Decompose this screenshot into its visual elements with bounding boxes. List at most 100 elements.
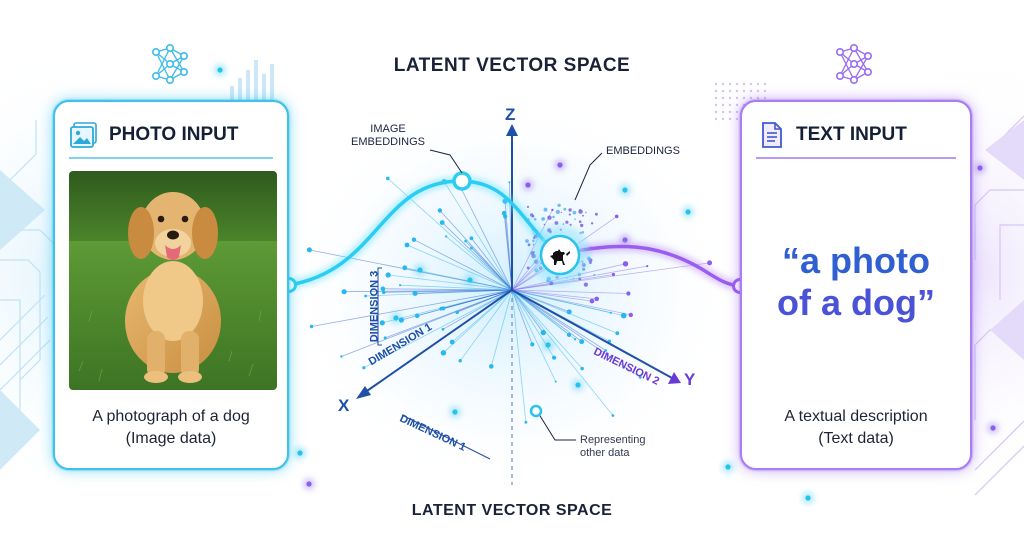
embedding-point xyxy=(445,235,448,238)
embedding-point xyxy=(593,273,596,276)
embedding-point xyxy=(568,213,571,216)
embedding-ray xyxy=(511,289,624,316)
embedding-point xyxy=(441,327,445,331)
photo-card-header: PHOTO INPUT xyxy=(69,120,273,150)
x-axis-arrow xyxy=(356,386,371,399)
embedding-ray xyxy=(511,289,582,342)
image-embeddings-line-1: IMAGE xyxy=(370,123,406,135)
embedding-ray xyxy=(511,289,527,423)
text-caption-line-2: (Text data) xyxy=(818,430,894,447)
embedding-ray xyxy=(471,238,513,291)
embedding-point xyxy=(573,338,577,341)
neural-network-icon xyxy=(835,43,872,84)
glow-dot xyxy=(393,315,399,321)
embedding-ray xyxy=(511,289,557,382)
text-embedding-curve xyxy=(557,244,741,288)
embedding-point xyxy=(551,208,554,212)
embedding-point xyxy=(449,339,455,345)
embedding-rays xyxy=(309,178,710,423)
diagram-title: LATENT VECTOR SPACE xyxy=(393,55,631,76)
embedding-point xyxy=(530,342,535,347)
embeddings-label: EMBEDDINGS xyxy=(606,145,680,157)
embedding-point xyxy=(399,284,402,287)
embedding-point xyxy=(611,272,616,277)
photo-caption-line-2: (Image data) xyxy=(125,430,217,447)
dimension-3-label: DIMENSION 3 xyxy=(368,270,381,343)
embedding-point xyxy=(609,311,613,314)
glow-dot xyxy=(557,162,563,168)
text-prompt-quote: “a photo of a dog” xyxy=(742,240,970,324)
y-axis-arrow xyxy=(668,372,681,384)
glow-dot xyxy=(545,342,551,348)
embedding-ray xyxy=(511,289,629,294)
text-card-divider xyxy=(756,157,956,159)
quote-line-1: “a photo xyxy=(782,240,930,281)
image-embedding-curve xyxy=(288,179,560,287)
embedding-point xyxy=(489,364,494,369)
embedding-point xyxy=(566,332,572,337)
embedding-ray xyxy=(363,289,513,369)
photo-card-divider xyxy=(69,157,273,159)
embedding-point xyxy=(341,289,347,295)
axes xyxy=(356,124,681,485)
embedding-point xyxy=(309,324,314,329)
embedding-point xyxy=(552,215,555,219)
embedding-point xyxy=(578,209,583,214)
annotation-leaders xyxy=(429,149,603,441)
embedding-point xyxy=(524,420,528,424)
embedding-ray xyxy=(511,289,570,336)
glow-dot xyxy=(725,464,731,470)
embedding-ray xyxy=(511,289,618,334)
diagram-footer-title: LATENT VECTOR SPACE xyxy=(411,502,613,519)
y-axis xyxy=(511,289,673,379)
embedding-point xyxy=(470,246,473,250)
embedding-point xyxy=(508,181,511,184)
glow-dot xyxy=(217,67,223,73)
embedding-ray xyxy=(382,288,513,291)
embedding-point xyxy=(501,210,507,216)
embedding-ray xyxy=(439,210,513,291)
embedding-point xyxy=(615,331,620,336)
z-axis-arrow xyxy=(506,124,518,136)
embedding-ray xyxy=(341,289,513,357)
embedding-point xyxy=(579,339,585,345)
embedding-point xyxy=(440,350,447,356)
embedding-point xyxy=(552,355,557,360)
photo-card-title: PHOTO INPUT xyxy=(109,124,239,145)
x-axis xyxy=(363,289,513,394)
connection-lines xyxy=(281,171,748,294)
embedding-point xyxy=(526,205,530,208)
embedding-ray xyxy=(451,289,513,343)
other-data-line-2: other data xyxy=(580,447,630,459)
y-axis-label: Y xyxy=(684,370,696,389)
glow-dot xyxy=(622,187,628,193)
embedding-point xyxy=(578,220,582,223)
embedding-point xyxy=(381,290,386,295)
embedding-ray xyxy=(490,289,513,367)
embedding-point xyxy=(590,222,594,225)
embedding-ray xyxy=(511,262,710,291)
glow-dot xyxy=(685,209,691,215)
glow-dot xyxy=(805,495,811,501)
embedding-point xyxy=(503,214,508,219)
embedding-point xyxy=(580,223,584,228)
embedding-ray xyxy=(443,181,513,291)
embedding-ray xyxy=(511,289,533,345)
other-data-label: Representing other data xyxy=(580,434,645,460)
embedding-point xyxy=(622,261,629,267)
embedding-point xyxy=(411,237,417,242)
embedding-point xyxy=(386,176,390,181)
other-data-node xyxy=(529,404,543,418)
embedding-point xyxy=(589,298,595,304)
photo-input-card: PHOTO INPUT xyxy=(53,100,289,470)
text-caption-line-1: A textual description xyxy=(784,408,928,425)
embedding-point xyxy=(594,212,598,216)
quote-line-2: of a dog” xyxy=(777,282,935,323)
glow-dot xyxy=(452,409,458,415)
embedding-point xyxy=(379,320,385,326)
embedding-point xyxy=(554,380,557,383)
embedding-ray xyxy=(406,244,513,291)
embedding-point xyxy=(572,210,577,215)
embedding-point xyxy=(404,242,410,248)
embedding-ray xyxy=(459,289,513,361)
